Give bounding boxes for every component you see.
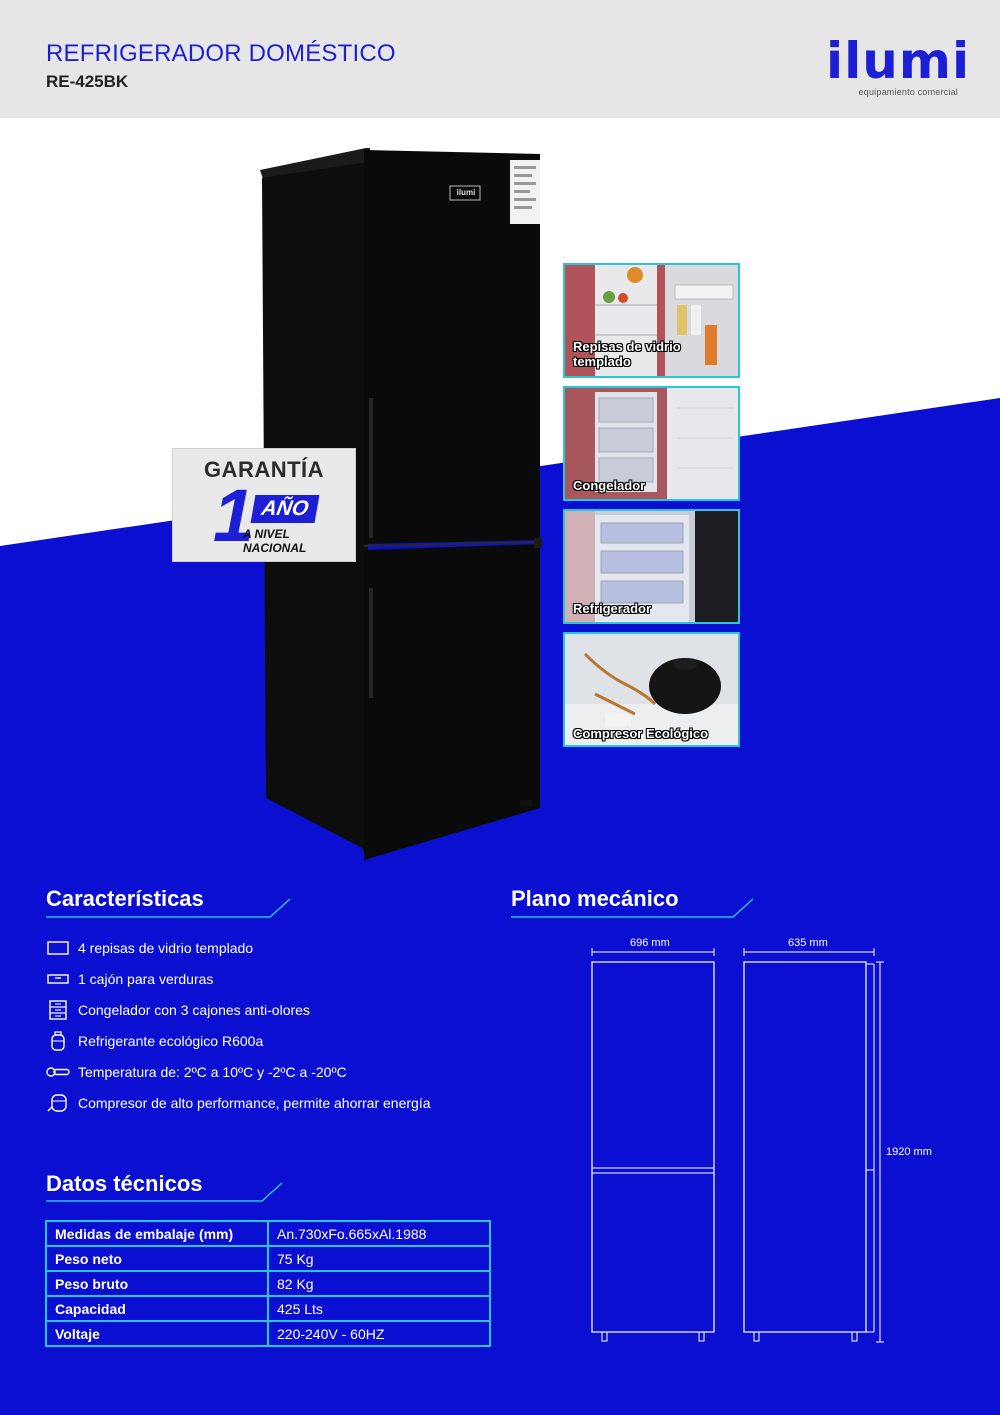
tech-specs-title-underline <box>46 1182 283 1202</box>
feature-text: Temperatura de: 2ºC a 10ºC y -2ºC a -20º… <box>78 1063 347 1080</box>
thumbnail-label: Congelador <box>573 478 646 493</box>
tech-specs-title: Datos técnicos <box>46 1171 203 1196</box>
feature-item: Congelador con 3 cajones anti-olores <box>46 994 486 1025</box>
spec-key: Peso bruto <box>45 1270 269 1297</box>
features-title: Características <box>46 886 204 911</box>
feature-text: Refrigerante ecológico R600a <box>78 1032 264 1049</box>
width-dimension-label: 696 mm <box>630 937 670 949</box>
thumbnail-label-line2: templado <box>573 354 631 369</box>
features-title-underline <box>46 898 291 918</box>
spec-key: Voltaje <box>45 1320 269 1347</box>
table-row: Peso bruto 82 Kg <box>45 1270 491 1297</box>
table-row: Medidas de embalaje (mm) An.730xFo.665xA… <box>45 1220 491 1247</box>
spec-key: Capacidad <box>45 1295 269 1322</box>
spec-key: Medidas de embalaje (mm) <box>45 1220 269 1247</box>
feature-text: 1 cajón para verduras <box>78 970 214 987</box>
shelf-icon <box>46 938 70 958</box>
warranty-number: 1 <box>213 474 255 557</box>
compressor-photo <box>565 634 738 745</box>
mechanical-plan-title-underline <box>511 898 754 918</box>
thumbnail-freezer: Congelador <box>563 386 740 501</box>
spec-value: 82 Kg <box>267 1270 491 1297</box>
thumbnail-label-line1: Repisas de vidrio <box>573 339 681 354</box>
thumbnail-shelves: Repisas de vidrio templado <box>563 263 740 378</box>
thumbnail-label: Refrigerador <box>573 601 652 616</box>
height-dimension-label: 1920 mm <box>886 1146 932 1158</box>
feature-item: 1 cajón para verduras <box>46 963 486 994</box>
table-row: Capacidad 425 Lts <box>45 1295 491 1322</box>
refrigerant-tank-icon <box>46 1030 70 1051</box>
table-row: Peso neto 75 Kg <box>45 1245 491 1272</box>
logo-tagline: equipamiento comercial <box>858 87 958 97</box>
logo-wordmark: ilumi <box>826 32 971 90</box>
compressor-icon <box>46 1093 70 1113</box>
warranty-title: GARANTÍA <box>203 457 325 482</box>
freezer-drawers-icon <box>46 999 70 1020</box>
feature-item: Compresor de alto performance, permite a… <box>46 1087 486 1118</box>
thumbnail-compressor: Compresor Ecológico <box>563 632 740 747</box>
thermometer-icon <box>46 1062 70 1082</box>
thumbnail-label: Compresor Ecológico <box>573 726 709 741</box>
shelves-photo <box>565 265 738 376</box>
page-header: REFRIGERADOR DOMÉSTICO RE-425BK ilumi eq… <box>0 0 1000 118</box>
warranty-unit: AÑO <box>250 495 320 523</box>
spec-value: 75 Kg <box>267 1245 491 1272</box>
drawer-icon <box>46 969 70 989</box>
spec-value: 220-240V - 60HZ <box>267 1320 491 1347</box>
tech-specs-table: Medidas de embalaje (mm) An.730xFo.665xA… <box>45 1220 491 1347</box>
warranty-scope-line2: NACIONAL <box>243 541 307 555</box>
refrigerator-interior-photo <box>565 511 738 622</box>
warranty-badge: GARANTÍA 1 AÑO A NIVEL NACIONAL <box>172 448 356 562</box>
feature-text: Compresor de alto performance, permite a… <box>78 1094 431 1111</box>
fridge-brand-badge: ilumi <box>456 188 476 197</box>
mechanical-drawing <box>591 948 884 1343</box>
freezer-photo <box>565 388 738 499</box>
refrigerator-image <box>260 148 542 860</box>
brand-logo: ilumi equipamiento comercial <box>826 32 971 102</box>
feature-text: 4 repisas de vidrio templado <box>78 939 254 956</box>
feature-text: Congelador con 3 cajones anti-olores <box>78 1001 310 1018</box>
thumbnail-refrigerator: Refrigerador <box>563 509 740 624</box>
mechanical-plan-title: Plano mecánico <box>511 886 679 911</box>
spec-key: Peso neto <box>45 1245 269 1272</box>
product-model: RE-425BK <box>46 72 129 91</box>
warranty-scope-line1: A NIVEL <box>243 527 290 541</box>
spec-value: An.730xFo.665xAl.1988 <box>267 1220 491 1247</box>
thumbnail-label: Repisas de vidrio templado <box>573 339 681 369</box>
depth-dimension-label: 635 mm <box>788 937 828 949</box>
feature-item: Refrigerante ecológico R600a <box>46 1025 486 1056</box>
product-title: REFRIGERADOR DOMÉSTICO <box>46 40 396 67</box>
feature-item: Temperatura de: 2ºC a 10ºC y -2ºC a -20º… <box>46 1056 486 1087</box>
feature-item: 4 repisas de vidrio templado <box>46 932 486 963</box>
features-list: 4 repisas de vidrio templado 1 cajón par… <box>46 932 486 1118</box>
table-row: Voltaje 220-240V - 60HZ <box>45 1320 491 1347</box>
spec-value: 425 Lts <box>267 1295 491 1322</box>
